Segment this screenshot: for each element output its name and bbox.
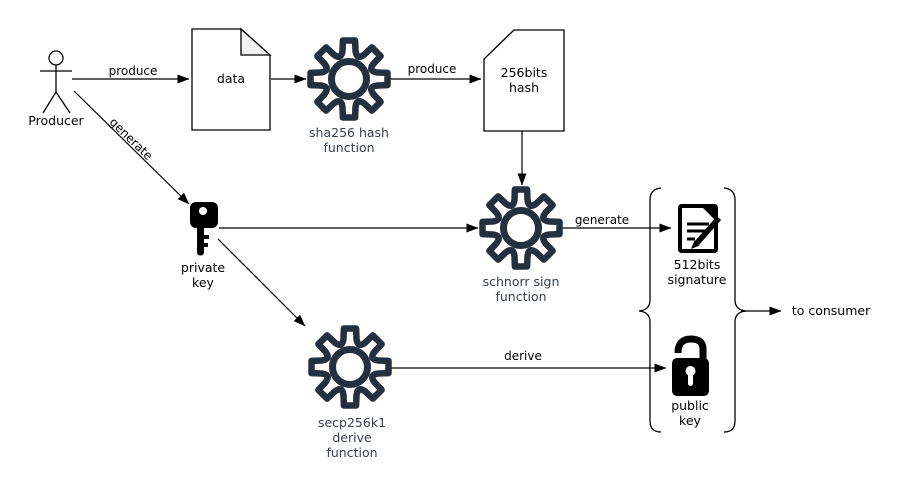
edge-label-generate-2: generate (574, 213, 630, 227)
schnorr-function-label: schnorr sign function (482, 274, 560, 305)
hash-card-label-line1: 256bits (500, 65, 548, 80)
private-key-label: private key (180, 260, 226, 291)
hash-card-label-line2: hash (508, 79, 540, 95)
schnorr-gear-icon (479, 186, 563, 270)
public-key-lock-icon (672, 335, 709, 396)
public-key-label: public key (671, 398, 709, 429)
hash-card-label: 256bits hash (500, 65, 548, 96)
signature-label-line1: 512bits (673, 257, 721, 272)
signature-label-line2: signature (667, 271, 727, 287)
private-key-icon (190, 202, 218, 256)
edge-key-to-secp (217, 238, 306, 327)
secp256k1-gear-icon (308, 325, 392, 409)
document-fold (240, 27, 272, 56)
sha256-function-label-line1: sha256 hash (309, 125, 389, 140)
private-key-label-line1: private (180, 260, 226, 275)
actor-label: Producer (28, 113, 84, 128)
hash-card-shape (483, 29, 565, 132)
edge-producer-to-key (73, 90, 190, 205)
public-key-label-line2: key (679, 412, 701, 428)
edge-label-derive: derive (504, 349, 542, 363)
sha256-function-label-line2: function (323, 139, 375, 155)
sha256-gear-icon (307, 37, 391, 121)
schnorr-function-label-line1: schnorr sign (482, 274, 560, 289)
secp256k1-function-label-line1: secp256k1 (317, 415, 387, 430)
schnorr-function-label-line2: function (495, 288, 547, 304)
secp256k1-function-label-line2: derive (332, 429, 372, 445)
edges (72, 74, 782, 373)
public-key-label-line1: public (671, 398, 709, 413)
secp256k1-function-label: secp256k1 derive function (317, 415, 387, 460)
signature-label: 512bits signature (667, 257, 727, 288)
producer-actor-icon (40, 50, 72, 114)
left-brace (638, 187, 662, 433)
data-document-shape (191, 27, 272, 131)
to-consumer-label: to consumer (791, 303, 871, 318)
edge-label-produce-2-text: produce (407, 62, 457, 76)
private-key-label-line2: key (192, 274, 214, 290)
data-document-label: data (216, 71, 246, 86)
secp256k1-function-label-line3: function (326, 444, 378, 460)
edge-label-produce-1: produce (108, 64, 158, 78)
sha256-function-label: sha256 hash function (309, 125, 389, 156)
signature-icon (678, 204, 722, 253)
right-brace (723, 187, 747, 433)
